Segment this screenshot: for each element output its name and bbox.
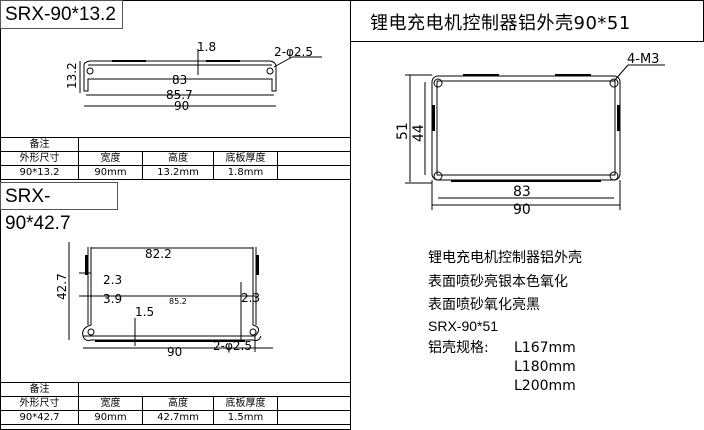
value-base: 1.8mm bbox=[213, 165, 278, 180]
dim-height: 42.7 bbox=[55, 273, 69, 300]
length-option: L167mm bbox=[514, 340, 576, 356]
model-title-bottom: SRX-90*42.7 bbox=[0, 182, 118, 234]
dim-width: 90 bbox=[167, 345, 182, 359]
spec-label: 铝壳规格: bbox=[428, 340, 489, 356]
profile-drawing-13-2: 13.2 1.8 2-φ2.5 83 85.7 90 bbox=[65, 40, 322, 113]
dim-inner: 83 bbox=[172, 73, 187, 87]
value-size: 90*42.7 bbox=[0, 410, 79, 425]
header-height: 高度 bbox=[142, 151, 214, 166]
dim-inner-height: 44 bbox=[411, 124, 427, 142]
description-model: SRX-90*51 bbox=[428, 318, 499, 334]
value-size: 90*13.2 bbox=[0, 165, 79, 180]
header-size: 外形尺寸 bbox=[0, 396, 79, 411]
model-title-top: SRX-90*13.2 bbox=[0, 0, 123, 29]
dim-screw: 4-M3 bbox=[627, 52, 659, 67]
dim-thickness: 1.8 bbox=[197, 40, 216, 54]
dim-inner-width: 83 bbox=[513, 184, 531, 200]
value-height: 13.2mm bbox=[142, 165, 214, 180]
value-base: 1.5mm bbox=[213, 410, 278, 425]
dim-hole: 2-φ2.5 bbox=[274, 45, 313, 59]
dim-outer-height: 51 bbox=[395, 122, 411, 140]
value-width: 90mm bbox=[78, 410, 143, 425]
dim-step: 3.9 bbox=[103, 292, 122, 306]
header-width: 宽度 bbox=[78, 396, 143, 411]
product-title: 锂电充电机控制器铝外壳90*51 bbox=[370, 13, 631, 34]
header-base: 底板厚度 bbox=[213, 151, 278, 166]
length-option: L180mm bbox=[514, 359, 576, 375]
description-line: 锂电充电机控制器铝外壳 bbox=[428, 250, 582, 266]
enclosure-drawing-90-51: 4-M3 51 44 83 90 bbox=[395, 52, 665, 218]
description-line: 表面喷砂亮银本色氧化 bbox=[428, 274, 568, 290]
header-width: 宽度 bbox=[78, 151, 143, 166]
dim-width: 90 bbox=[174, 99, 189, 113]
dim-span: 85.2 bbox=[169, 297, 187, 306]
value-width: 90mm bbox=[78, 165, 143, 180]
dim-base: 1.5 bbox=[135, 305, 154, 319]
description-line: 表面喷砂氧化亮黑 bbox=[428, 297, 540, 313]
length-option: L200mm bbox=[514, 378, 576, 394]
remark-label: 备注 bbox=[0, 382, 79, 397]
dim-hole: 2-φ2.5 bbox=[213, 339, 252, 353]
dim-height: 13.2 bbox=[65, 62, 79, 89]
header-height: 高度 bbox=[142, 396, 214, 411]
remark-label: 备注 bbox=[0, 137, 79, 152]
value-height: 42.7mm bbox=[142, 410, 214, 425]
dim-inner: 82.2 bbox=[145, 247, 172, 261]
profile-drawing-42-7: 42.7 82.2 2.3 3.9 85.2 2.3 1.5 90 2-φ2.5 bbox=[55, 242, 273, 359]
dim-wall-b: 2.3 bbox=[241, 291, 260, 305]
dim-mid: 85.7 bbox=[166, 88, 193, 102]
dim-outer-width: 90 bbox=[513, 202, 531, 218]
spec-table-top: 备注 外形尺寸 宽度 高度 底板厚度 90*13.2 90mm 13.2mm 1… bbox=[0, 137, 351, 180]
spec-table-bottom: 备注 外形尺寸 宽度 高度 底板厚度 90*42.7 90mm 42.7mm 1… bbox=[0, 382, 351, 425]
header-base: 底板厚度 bbox=[213, 396, 278, 411]
dim-wall-a: 2.3 bbox=[103, 273, 122, 287]
header-size: 外形尺寸 bbox=[0, 151, 79, 166]
